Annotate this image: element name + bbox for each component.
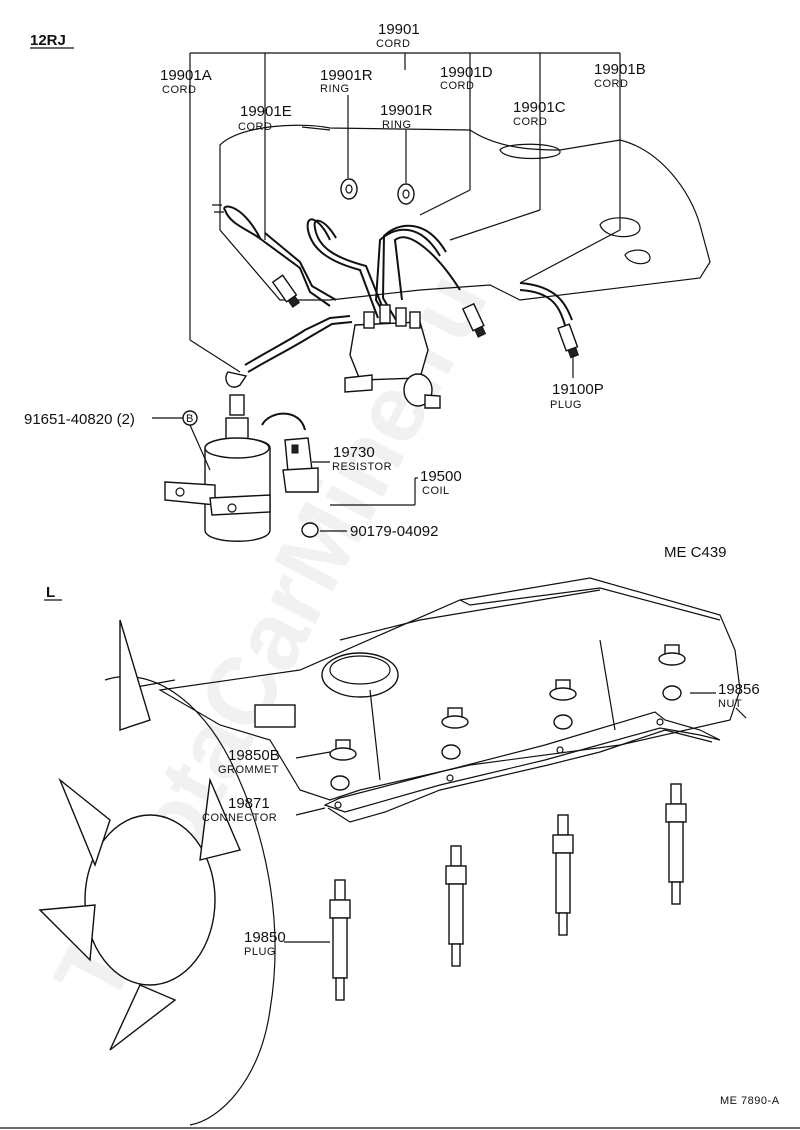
label-grommet-name: GROMMET — [218, 764, 279, 776]
label-plug-name: PLUG — [550, 399, 582, 411]
section-label-bottom: L — [46, 584, 55, 601]
ring-1 — [340, 178, 358, 200]
ignition-coil — [164, 371, 306, 542]
label-ring-2-num: 19901R — [380, 102, 433, 119]
label-cord-main-name: CORD — [376, 38, 410, 50]
engine-head-outline — [212, 124, 711, 301]
distributor — [344, 304, 441, 409]
glow-plugs — [329, 783, 687, 1001]
ring-2 — [397, 183, 415, 205]
cylinder-head-cover — [158, 577, 741, 801]
label-cord-c-num: 19901C — [513, 99, 566, 116]
label-cord-d-num: 19901D — [440, 64, 493, 81]
label-grommet-num: 19850B — [228, 747, 280, 764]
label-glow-plug-num: 19850 — [244, 929, 286, 946]
ignition-cords — [223, 205, 573, 373]
nut-top — [301, 522, 319, 538]
label-connector-name: CONNECTOR — [202, 812, 277, 824]
top-leader-lines — [152, 52, 621, 532]
label-connector-num: 19871 — [228, 795, 270, 812]
label-cord-b-num: 19901B — [594, 61, 646, 78]
label-resistor-num: 19730 — [333, 444, 375, 461]
top-spark-plugs — [271, 274, 579, 359]
label-cord-b-name: CORD — [594, 78, 628, 90]
bolt-badge-letter: B — [186, 413, 194, 425]
label-cord-a-name: CORD — [162, 84, 196, 96]
label-nut-bottom-name: NUT — [718, 698, 742, 710]
label-cord-e-num: 19901E — [240, 103, 292, 120]
label-ring-1-name: RING — [320, 83, 350, 95]
head-gasket — [323, 711, 721, 823]
section-label-top: 12RJ — [30, 32, 66, 49]
label-coil-num: 19500 — [420, 468, 462, 485]
label-cord-d-name: CORD — [440, 80, 474, 92]
cooling-fan — [38, 619, 276, 1126]
resistor — [282, 437, 319, 493]
top-reference-code: ME C439 — [664, 544, 727, 561]
label-nut-bottom-num: 19856 — [718, 681, 760, 698]
label-nut-num: 90179-04092 — [350, 523, 438, 540]
label-cord-e-name: CORD — [238, 121, 272, 133]
label-resistor-name: RESISTOR — [332, 461, 392, 473]
label-ring-1-num: 19901R — [320, 67, 373, 84]
label-cord-c-name: CORD — [513, 116, 547, 128]
label-cord-main-num: 19901 — [378, 21, 420, 38]
label-glow-plug-name: PLUG — [244, 946, 276, 958]
bottom-reference-code: ME 7890-A — [720, 1095, 780, 1107]
label-coil-name: COIL — [422, 485, 450, 497]
label-cord-a-num: 19901A — [160, 67, 212, 84]
label-ring-2-name: RING — [382, 119, 412, 131]
bottom-leader-lines — [284, 692, 747, 943]
grommets-and-nuts — [329, 644, 686, 791]
label-plug-num: 19100P — [552, 381, 604, 398]
label-bolt-num: 91651-40820 (2) — [24, 411, 135, 428]
bolt-callout-badge — [182, 410, 198, 426]
